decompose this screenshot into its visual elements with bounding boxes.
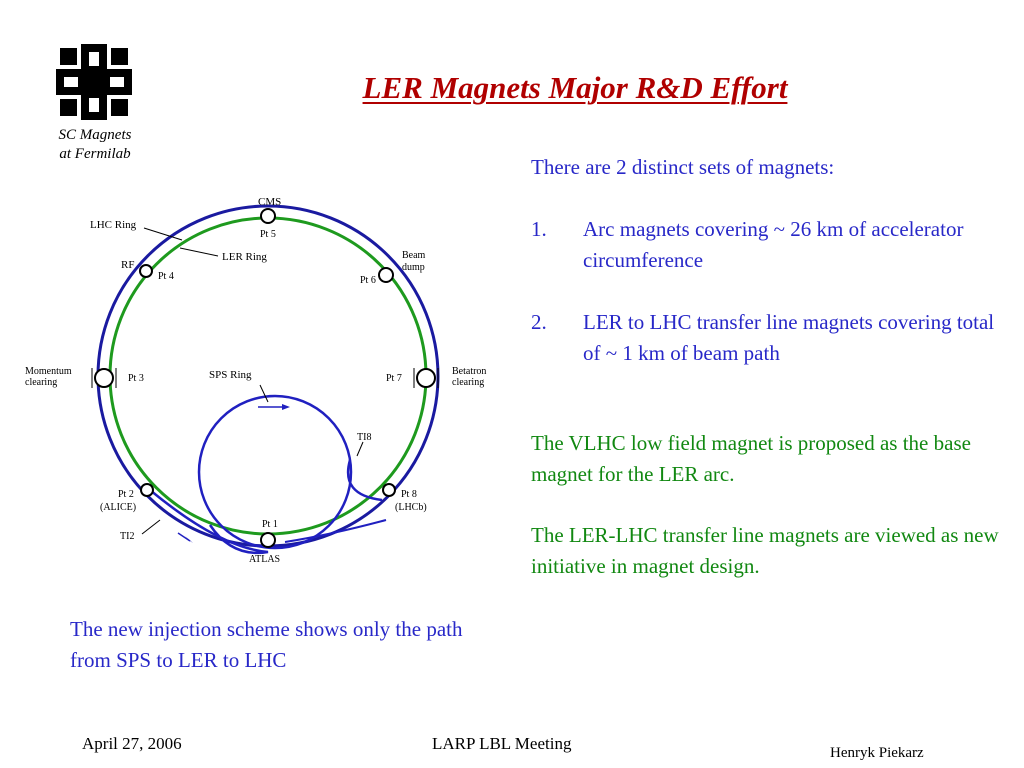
ip-pt4 — [139, 264, 153, 278]
label-beam-dump: Beam dump — [402, 250, 428, 273]
footer-author: Henryk Piekarz — [830, 745, 924, 761]
ip-pt1 — [260, 532, 276, 548]
list-item: 1. Arc magnets covering ~ 26 km of accel… — [531, 214, 1001, 276]
label-pt4: Pt 4 — [158, 271, 174, 282]
label-alice: (ALICE) — [100, 502, 136, 513]
label-lhcb: (LHCb) — [395, 502, 427, 513]
diagram-caption: The new injection scheme shows only the … — [70, 617, 463, 672]
label-pt7: Pt 7 — [386, 373, 402, 384]
lhc-ler-ring-diagram: CMS Pt 5 LHC Ring LER Ring RF Pt 4 Beam … — [25, 196, 489, 565]
vlhc-paragraph: The VLHC low field magnet is proposed as… — [531, 431, 971, 486]
sps-ring — [197, 394, 353, 550]
label-cms: CMS — [258, 196, 281, 208]
label-pt6: Pt 6 — [360, 275, 376, 286]
label-pt3: Pt 3 — [128, 373, 144, 384]
ti2-line — [149, 489, 269, 555]
label-pt2: Pt 2 — [118, 489, 134, 500]
ip-pt6 — [378, 267, 394, 283]
label-lhc-ring: LHC Ring — [90, 219, 137, 231]
label-momentum-clearing: Momentum clearing — [25, 366, 74, 388]
ip-pt5 — [260, 208, 276, 224]
logo-caption: SC Magnets at Fermilab — [58, 127, 132, 162]
label-pt5: Pt 5 — [260, 229, 276, 240]
ip-pt2 — [140, 483, 154, 497]
list-item-number: 1. — [531, 217, 547, 241]
list-item-text: Arc magnets covering ~ 26 km of accelera… — [583, 217, 964, 272]
ler-lhc-paragraph: The LER-LHC transfer line magnets are vi… — [531, 523, 999, 578]
footer-meeting: LARP LBL Meeting — [432, 734, 572, 753]
label-atlas: ATLAS — [249, 554, 280, 565]
label-pt8: Pt 8 — [401, 489, 417, 500]
label-ti8: TI8 — [357, 432, 371, 443]
slide-title: LER Magnets Major R&D Effort — [362, 70, 788, 105]
label-ti2: TI2 — [120, 531, 134, 542]
list-item: 2. LER to LHC transfer line magnets cove… — [531, 307, 1001, 369]
ip-pt7 — [416, 368, 436, 388]
intro-text: There are 2 distinct sets of magnets: — [531, 155, 835, 179]
footer-date: April 27, 2006 — [82, 734, 182, 753]
list-item-text: LER to LHC transfer line magnets coverin… — [583, 310, 995, 365]
label-betatron-clearing: Betatron clearing — [452, 366, 489, 388]
ti8-line — [346, 459, 383, 502]
ip-pt3 — [94, 368, 114, 388]
label-sps-ring: SPS Ring — [209, 369, 252, 381]
label-pt1: Pt 1 — [262, 519, 278, 530]
magnet-sets-list: 1. Arc magnets covering ~ 26 km of accel… — [531, 214, 1001, 400]
ler-ring — [108, 216, 428, 536]
ip-pt8 — [382, 483, 396, 497]
fermilab-logo-icon — [56, 44, 132, 120]
list-item-number: 2. — [531, 310, 547, 334]
label-rf: RF — [121, 259, 134, 271]
label-ler-ring: LER Ring — [222, 251, 267, 263]
